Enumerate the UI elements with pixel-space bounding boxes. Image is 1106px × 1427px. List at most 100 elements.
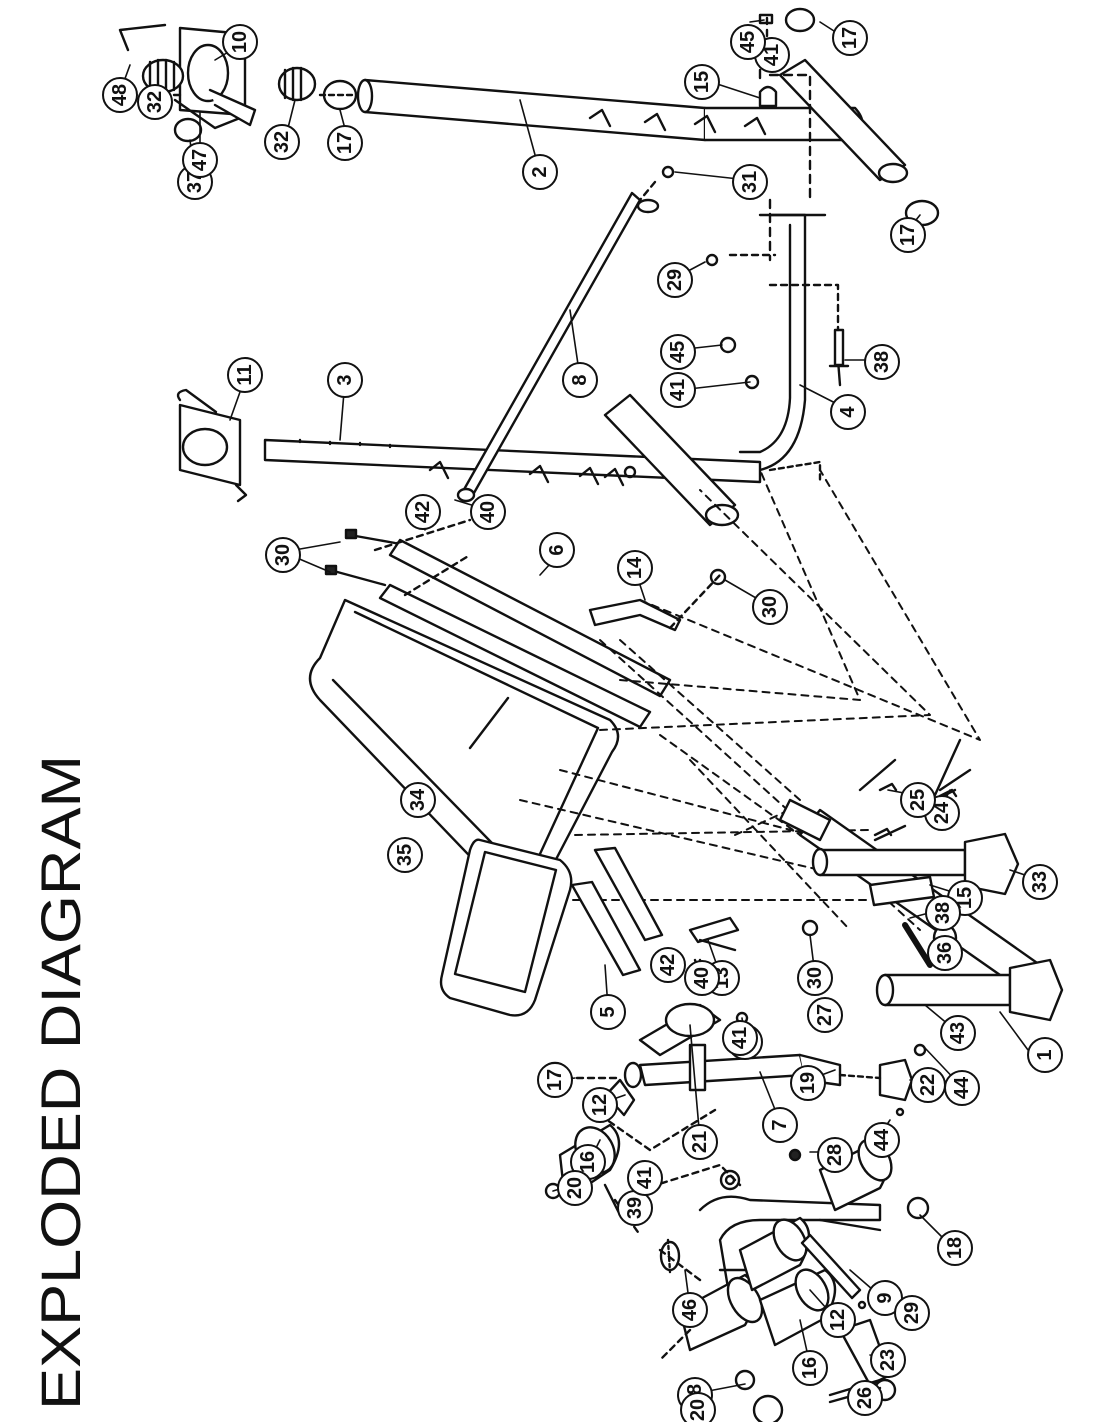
part-callout-circle xyxy=(830,394,866,430)
part-number-label: 35 xyxy=(394,844,416,866)
part-callout-circle xyxy=(657,262,693,298)
part-callout-circle xyxy=(890,217,926,253)
part-callout-circle xyxy=(617,550,653,586)
part-number-label: 17 xyxy=(839,27,861,49)
part-callout-circle xyxy=(870,1342,906,1378)
part-number-label: 15 xyxy=(954,887,976,909)
part-callout: 4 xyxy=(830,394,866,430)
part-number-label: 21 xyxy=(689,1131,711,1153)
part-callout-circle xyxy=(1022,864,1058,900)
part-callout: 36 xyxy=(927,935,963,971)
part-callout-circle xyxy=(660,372,696,408)
part-number-label: 12 xyxy=(827,1309,849,1331)
part-number-label: 17 xyxy=(544,1069,566,1091)
part-callout-circle xyxy=(730,24,766,60)
part-callout-circle xyxy=(672,1292,708,1328)
upright-post-3 xyxy=(176,388,762,503)
part-callout: 6 xyxy=(539,532,575,568)
part-callout: 17 xyxy=(890,217,926,253)
part-callout-circle xyxy=(817,1137,853,1173)
bolt-38-top xyxy=(728,253,850,368)
part-callout: 35 xyxy=(387,837,423,873)
part-callout: 20 xyxy=(557,1170,593,1206)
part-callout: 23 xyxy=(870,1342,906,1378)
part-callout: 29 xyxy=(894,1295,930,1331)
lower-cross-tube xyxy=(603,393,740,527)
part-callout: 44 xyxy=(864,1122,900,1158)
part-callout-circle xyxy=(405,494,441,530)
part-number-label: 47 xyxy=(189,149,211,171)
part-callout: 27 xyxy=(807,997,843,1033)
part-number-label: 48 xyxy=(109,84,131,106)
lower-leg-frame xyxy=(538,768,972,1422)
part-number-label: 4 xyxy=(837,406,859,418)
part-callout: 42 xyxy=(650,947,686,983)
part-callout: 47 xyxy=(182,142,218,178)
part-callout-circle xyxy=(684,960,720,996)
part-callout-circle xyxy=(522,154,558,190)
part-callout-circle xyxy=(470,494,506,530)
part-callout-circle xyxy=(682,1124,718,1160)
part-callout: 14 xyxy=(617,550,653,586)
part-callout: 21 xyxy=(682,1124,718,1160)
part-callout-circle xyxy=(790,1065,826,1101)
part-callout: 46 xyxy=(672,1292,708,1328)
part-callout-circle xyxy=(807,997,843,1033)
backrest-rails-6 xyxy=(324,518,672,729)
part-callout-circle xyxy=(752,589,788,625)
part-callout: 34 xyxy=(400,782,436,818)
part-callout-circle xyxy=(265,537,301,573)
part-callout-circle xyxy=(820,1302,856,1338)
part-callout: 31 xyxy=(732,164,768,200)
part-number-label: 9 xyxy=(874,1292,896,1303)
part-number-label: 31 xyxy=(739,171,761,193)
part-callout-circle xyxy=(732,164,768,200)
part-callout: 42 xyxy=(405,494,441,530)
part-callout-circle xyxy=(557,1170,593,1206)
part-number-label: 41 xyxy=(761,44,783,66)
part-callout: 33 xyxy=(1022,864,1058,900)
part-callout: 30 xyxy=(265,537,301,573)
part-callout-circle xyxy=(925,895,961,931)
part-callout: 38 xyxy=(925,895,961,931)
part-callout-circle xyxy=(847,1380,883,1416)
part-callout-circle xyxy=(539,532,575,568)
part-callout-circle xyxy=(590,994,626,1030)
title-area: EXPLODED DIAGRAM xyxy=(0,0,110,1422)
part-number-label: 20 xyxy=(564,1177,586,1199)
part-callout-circle xyxy=(264,124,300,160)
part-number-label: 15 xyxy=(691,71,713,93)
part-number-label: 12 xyxy=(589,1094,611,1116)
part-callout-circle xyxy=(894,1295,930,1331)
part-number-label: 34 xyxy=(407,788,429,811)
part-number-label: 38 xyxy=(871,351,893,373)
part-callout: 26 xyxy=(847,1380,883,1416)
part-callout: 41 xyxy=(722,1020,758,1056)
part-number-label: 11 xyxy=(234,364,256,385)
part-number-label: 16 xyxy=(799,1357,821,1379)
part-number-label: 24 xyxy=(931,801,953,824)
part-callout-circle xyxy=(627,1160,663,1196)
part-callout: 40 xyxy=(470,494,506,530)
part-callout: 11 xyxy=(227,357,263,393)
part-callout-circle xyxy=(797,960,833,996)
part-number-label: 44 xyxy=(951,1076,973,1099)
part-callout: 20 xyxy=(680,1392,716,1422)
part-callout: 17 xyxy=(537,1062,573,1098)
part-number-label: 41 xyxy=(667,379,689,401)
part-callout-circle xyxy=(900,782,936,818)
part-number-label: 42 xyxy=(657,954,679,976)
part-number-label: 22 xyxy=(917,1074,939,1096)
part-number-label: 29 xyxy=(901,1302,923,1324)
part-callout-circle xyxy=(137,84,173,120)
part-number-label: 16 xyxy=(577,1151,599,1173)
part-callout-circle xyxy=(102,77,138,113)
part-number-label: 38 xyxy=(932,902,954,924)
part-callout-circle xyxy=(792,1350,828,1386)
part-callout-circle xyxy=(762,1107,798,1143)
part-callout-circle xyxy=(684,64,720,100)
part-callout: 17 xyxy=(327,125,363,161)
part-callout: 48 xyxy=(102,77,138,113)
part-callout: 16 xyxy=(570,1144,606,1180)
part-number-label: 29 xyxy=(664,269,686,291)
